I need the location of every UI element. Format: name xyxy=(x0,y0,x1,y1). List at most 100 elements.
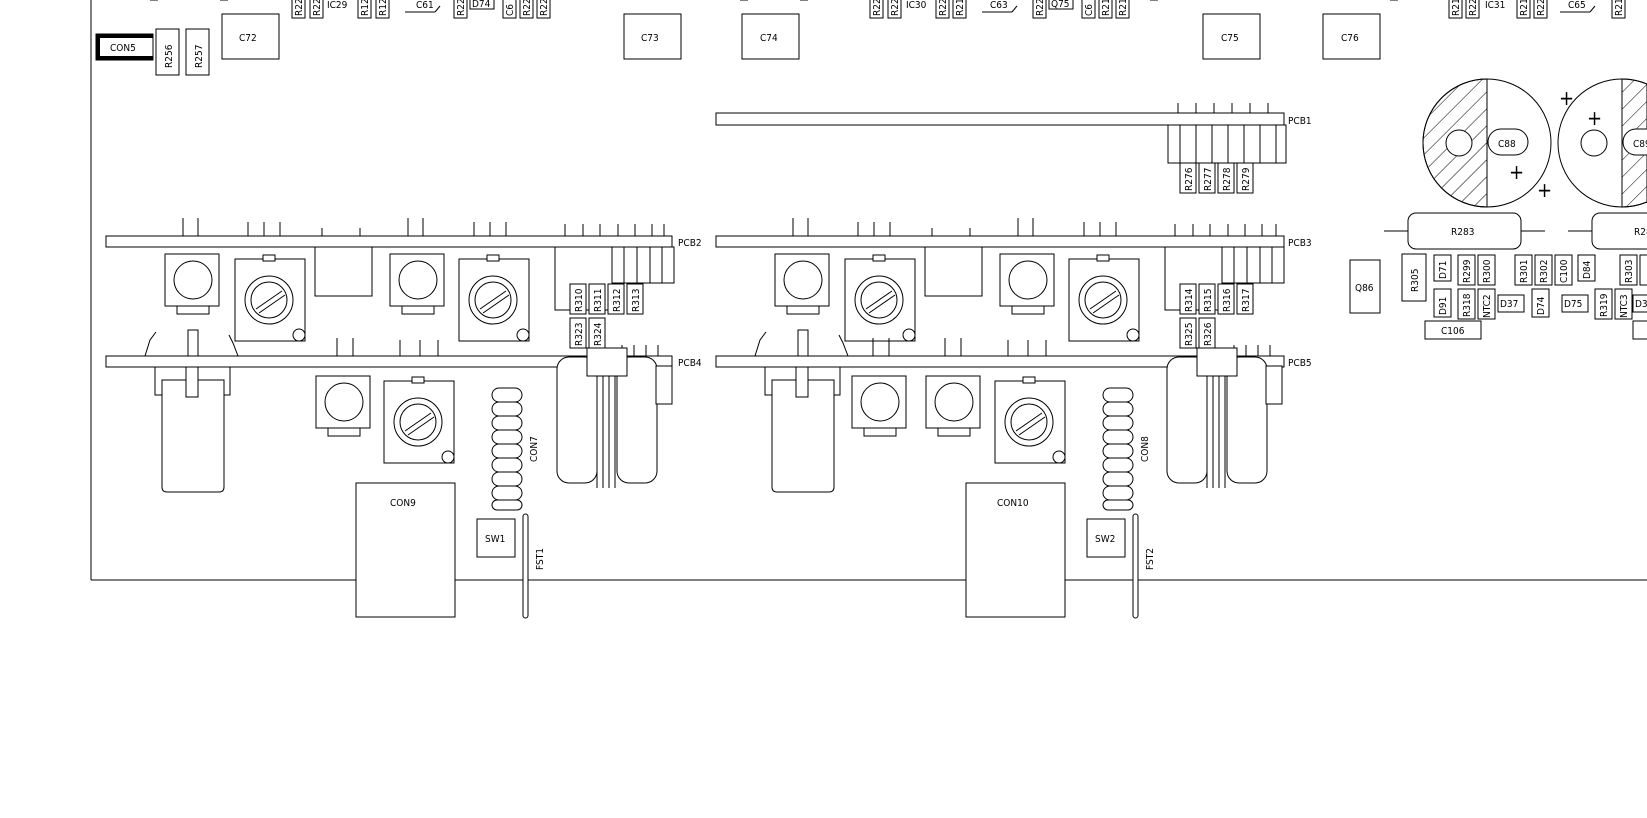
svg-text:C75: C75 xyxy=(1221,33,1239,44)
label-d74: D74 xyxy=(472,0,491,10)
svg-text:D71: D71 xyxy=(1438,261,1449,279)
label-r21b: R21 xyxy=(1101,0,1112,16)
diode-d37: D37 xyxy=(1497,294,1525,313)
regulator-pair-right xyxy=(1166,347,1283,488)
svg-text:R311: R311 xyxy=(593,289,604,312)
label-r22b: R22 xyxy=(312,0,323,16)
svg-text:R300: R300 xyxy=(1482,259,1493,283)
capacitor-c106: C106 xyxy=(1424,320,1482,340)
svg-text:NTC2: NTC2 xyxy=(1482,294,1493,318)
label-r22a: R22 xyxy=(294,0,305,16)
label-r22f: R22 xyxy=(872,0,883,16)
svg-text:C88: C88 xyxy=(1498,139,1516,150)
resistor-r323: R323 xyxy=(569,317,587,349)
resistor-r310: R310 xyxy=(569,283,587,315)
resistor-r278: R278 xyxy=(1217,162,1235,194)
capacitor-c88: C88 + + + xyxy=(1422,78,1574,208)
label-c63: C63 xyxy=(990,0,1008,11)
resistor-r317: R317 xyxy=(1236,283,1254,315)
capacitor-c76: C76 xyxy=(1322,13,1381,60)
resistor-r256: R256 xyxy=(155,28,180,76)
svg-text:R317: R317 xyxy=(1241,289,1252,312)
svg-text:R302: R302 xyxy=(1539,260,1550,283)
svg-text:D75: D75 xyxy=(1564,299,1582,310)
svg-text:R303: R303 xyxy=(1624,260,1635,283)
svg-text:C72: C72 xyxy=(239,33,257,44)
svg-text:C76: C76 xyxy=(1341,33,1359,44)
svg-text:R301: R301 xyxy=(1519,260,1530,283)
resistor-r314: R314 xyxy=(1179,283,1197,315)
diode-d75: D75 xyxy=(1561,294,1589,313)
potentiometer-left-2 xyxy=(458,254,530,342)
svg-text:R313: R313 xyxy=(631,289,642,312)
svg-text:D74: D74 xyxy=(1536,296,1547,315)
svg-text:R314: R314 xyxy=(1184,288,1195,312)
top-edge-components: R22 R22 IC29 R12 R12 C61 R22 D74 C6 R22 … xyxy=(150,0,1626,19)
label-ic31: IC31 xyxy=(1485,0,1505,11)
resistor-r325: R325 xyxy=(1179,317,1197,349)
pushbutton-right-3 xyxy=(851,375,907,437)
resistor-r305: R305 xyxy=(1401,253,1427,302)
plus-mark: + xyxy=(1537,178,1552,202)
resistor-r277: R277 xyxy=(1198,162,1216,194)
svg-text:C100: C100 xyxy=(1559,259,1570,283)
label-con5: CON5 xyxy=(110,43,136,54)
label-r21f: R21 xyxy=(1614,0,1625,16)
label-r22e: R22 xyxy=(539,0,550,16)
label-r21c: R21 xyxy=(1118,0,1129,16)
pushbutton-left-3 xyxy=(315,375,371,437)
label-r22i: R22 xyxy=(1035,0,1046,16)
svg-text:R316: R316 xyxy=(1222,288,1233,312)
potentiometer-left-3 xyxy=(383,376,455,464)
svg-text:R28: R28 xyxy=(1634,227,1647,238)
svg-text:R325: R325 xyxy=(1184,323,1195,346)
pcb5-board: PCB5 xyxy=(715,329,1312,493)
svg-text:D91: D91 xyxy=(1438,297,1449,315)
svg-text:D30: D30 xyxy=(1635,299,1647,310)
con8-connector: CON8 xyxy=(1102,387,1151,511)
svg-text:R278: R278 xyxy=(1222,167,1233,191)
capacitor-c100: C100 xyxy=(1554,254,1573,286)
svg-text:C89: C89 xyxy=(1633,139,1647,150)
capacitor-c89: C89 + xyxy=(1557,78,1647,208)
svg-text:C73: C73 xyxy=(641,33,659,44)
svg-text:R279: R279 xyxy=(1241,167,1252,191)
potentiometer-right-1 xyxy=(844,254,916,342)
resistor-r300: R300 xyxy=(1477,254,1496,286)
con9-connector: CON9 xyxy=(355,482,456,618)
svg-text:C106: C106 xyxy=(1441,326,1465,337)
con10-connector: CON10 xyxy=(965,482,1066,618)
potentiometer-right-2 xyxy=(1068,254,1140,342)
resistor-r319: R319 xyxy=(1594,288,1613,320)
resistor-r326: R326 xyxy=(1198,317,1216,349)
svg-text:R257: R257 xyxy=(194,45,205,68)
resistor-r312: R312 xyxy=(607,283,625,315)
label-c6b: C6 xyxy=(1084,4,1095,16)
label-c61: C61 xyxy=(416,0,434,11)
label-pcb1: PCB1 xyxy=(1288,116,1312,127)
svg-text:SW2: SW2 xyxy=(1095,534,1115,545)
potentiometer-left-1 xyxy=(234,254,306,342)
svg-text:D37: D37 xyxy=(1500,299,1518,310)
plus-mark: + xyxy=(1559,86,1574,110)
pushbutton-left-1 xyxy=(164,253,220,315)
label-r12a: R12 xyxy=(360,0,371,16)
label-r12b: R12 xyxy=(378,0,389,16)
label-r22d: R22 xyxy=(522,0,533,16)
svg-text:R315: R315 xyxy=(1203,289,1214,312)
label-ic29: IC29 xyxy=(327,0,348,11)
resistor-r276: R276 xyxy=(1179,162,1197,194)
label-pcb4: PCB4 xyxy=(678,358,702,369)
label-r22h: R22 xyxy=(938,0,949,16)
plus-mark: + xyxy=(1587,106,1602,130)
pushbutton-right-1 xyxy=(774,253,830,315)
label-q75: Q75 xyxy=(1051,0,1070,10)
svg-text:R318: R318 xyxy=(1462,293,1473,317)
resistor-r303: R303 xyxy=(1619,254,1638,286)
svg-text:R326: R326 xyxy=(1203,322,1214,346)
svg-text:SW1: SW1 xyxy=(485,534,505,545)
svg-text:R310: R310 xyxy=(574,288,585,312)
resistor-r315: R315 xyxy=(1198,283,1216,315)
label-r22g: R22 xyxy=(890,0,901,16)
